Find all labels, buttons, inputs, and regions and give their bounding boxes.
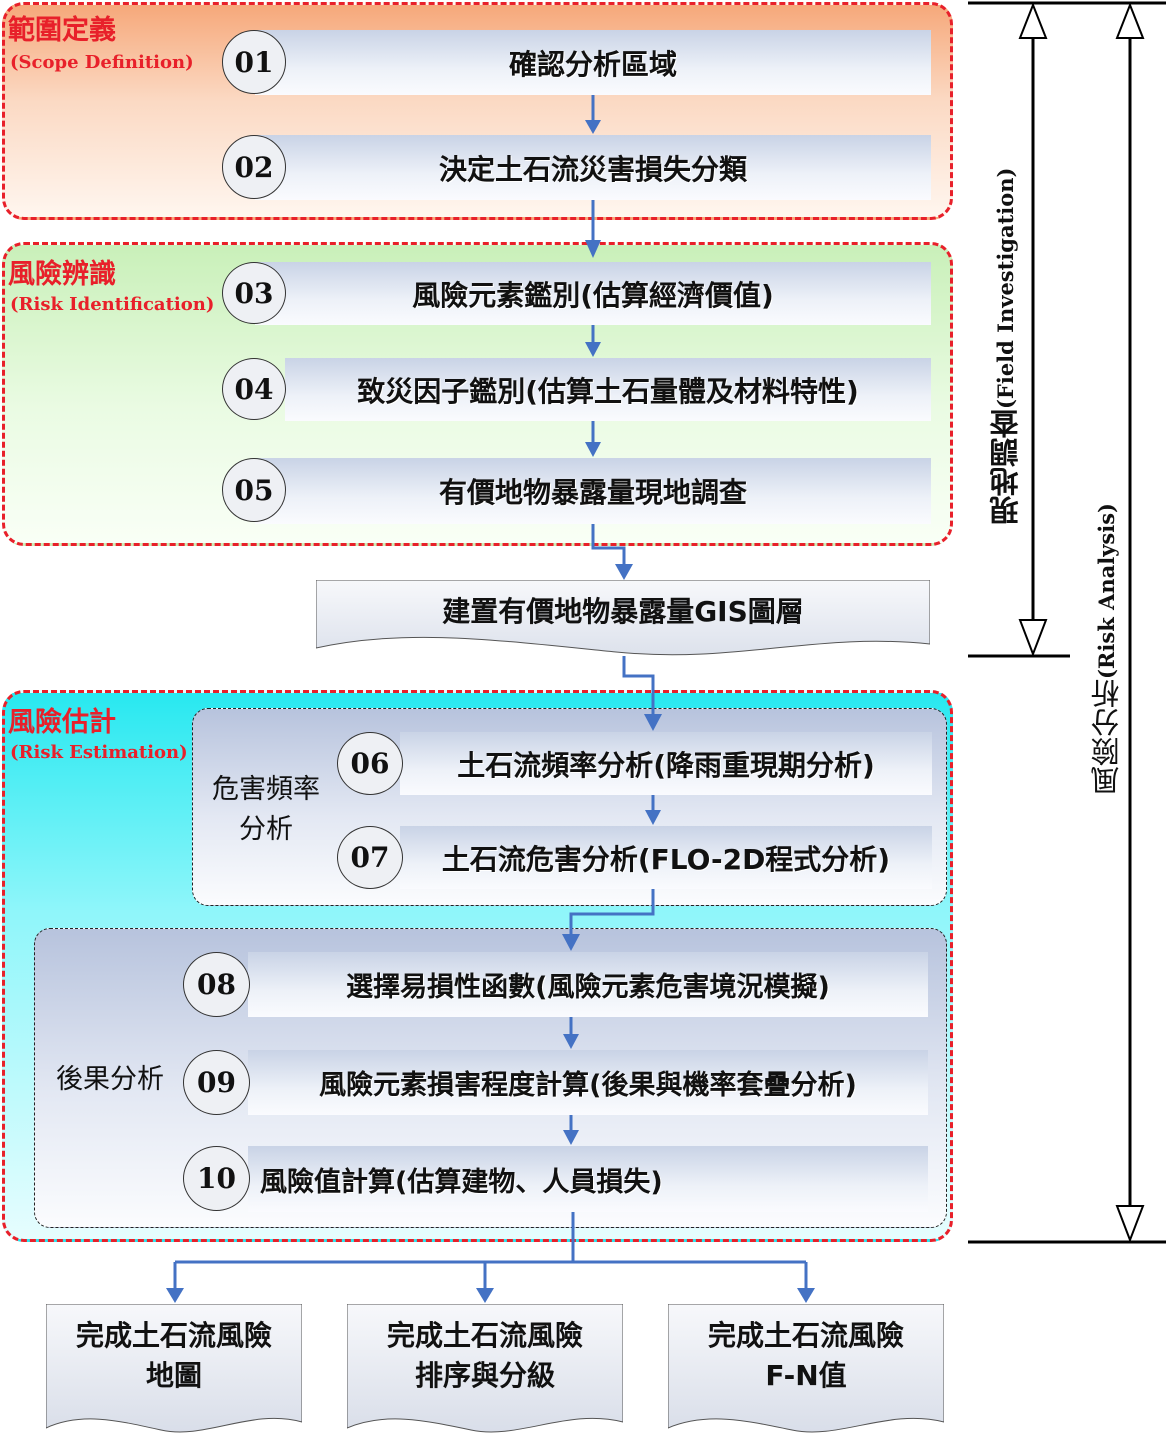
field-up-arrow-icon [1018, 2, 1048, 39]
gis-layer-label: 建置有價地物暴露量GIS圖層 [442, 595, 804, 628]
field-investigation-label: 現地調查(Field Investigation) [989, 167, 1023, 526]
gis-document-shape [316, 580, 930, 656]
scope-subtitle: (Scope Definition) [10, 52, 194, 73]
output-2-shape [347, 1304, 623, 1433]
step-09-box: 風險元素損害程度計算(後果與機率套疊分析) [248, 1050, 928, 1115]
step-03-number: 03 [222, 262, 286, 324]
risk-down-arrow-icon [1115, 1205, 1145, 1243]
output-2-line1: 完成土石流風險 [386, 1319, 583, 1352]
scope-title: 範圍定義 [8, 15, 116, 46]
output-1-line2: 地圖 [145, 1359, 202, 1392]
identification-title: 風險辨識 [8, 259, 116, 290]
step-09-number: 09 [183, 1050, 250, 1115]
step-04-box: 致災因子鑑別(估算土石量體及材料特性) [285, 358, 931, 421]
identification-subtitle: (Risk Identification) [10, 294, 215, 315]
gis-layer-document: 建置有價地物暴露量GIS圖層 [316, 580, 930, 656]
arrow-07-08 [569, 889, 655, 944]
step-01-box: 確認分析區域 [255, 30, 931, 95]
step-02-box: 決定土石流災害損失分類 [255, 135, 931, 200]
step-08-box: 選擇易損性函數(風險元素危害境況模擬) [248, 952, 928, 1017]
step-10-box: 風險值計算(估算建物、人員損失) [248, 1146, 928, 1212]
step-06-number: 06 [337, 732, 403, 795]
field-down-arrow-icon [1018, 619, 1048, 657]
output-1-shape [46, 1304, 302, 1433]
estimation-subtitle: (Risk Estimation) [10, 742, 188, 763]
output-fn-value: 完成土石流風險 F-N值 [668, 1304, 944, 1436]
group-hazard-label: 危害頻率 分析 [212, 774, 320, 845]
step-05-number: 05 [222, 458, 286, 522]
bracket-arrowheads [1018, 2, 1145, 1243]
step-07-box: 土石流危害分析(FLO-2D程式分析) [400, 826, 932, 889]
arrowheads [166, 120, 815, 1303]
side-brackets [968, 1, 1166, 1244]
output-3-shape [668, 1304, 944, 1433]
step-06-box: 土石流頻率分析(降雨重現期分析) [400, 732, 932, 795]
output-risk-ranking: 完成土石流風險 排序與分級 [347, 1304, 623, 1436]
step-10-number: 10 [183, 1146, 250, 1211]
output-2-line2: 排序與分級 [414, 1359, 555, 1392]
step-07-number: 07 [337, 826, 403, 889]
step-03-box: 風險元素鑑別(估算經濟價值) [255, 262, 931, 325]
risk-up-arrow-icon [1115, 2, 1145, 39]
output-3-line2: F-N值 [765, 1359, 847, 1392]
output-3-line1: 完成土石流風險 [707, 1319, 904, 1352]
step-08-number: 08 [183, 952, 250, 1017]
arrow-05-gis [591, 524, 626, 572]
output-risk-map: 完成土石流風險 地圖 [46, 1304, 302, 1436]
group-consequence-label: 後果分析 [56, 1064, 164, 1095]
step-02-number: 02 [222, 135, 286, 199]
estimation-title: 風險估計 [8, 707, 116, 738]
step-05-box: 有價地物暴露量現地調查 [255, 458, 931, 524]
output-1-line1: 完成土石流風險 [75, 1319, 272, 1352]
step-01-number: 01 [222, 30, 286, 94]
risk-analysis-label: 風險分析(Risk Analysis) [1090, 503, 1124, 795]
arrow-gis-06 [622, 656, 655, 724]
step-04-number: 04 [222, 358, 286, 420]
